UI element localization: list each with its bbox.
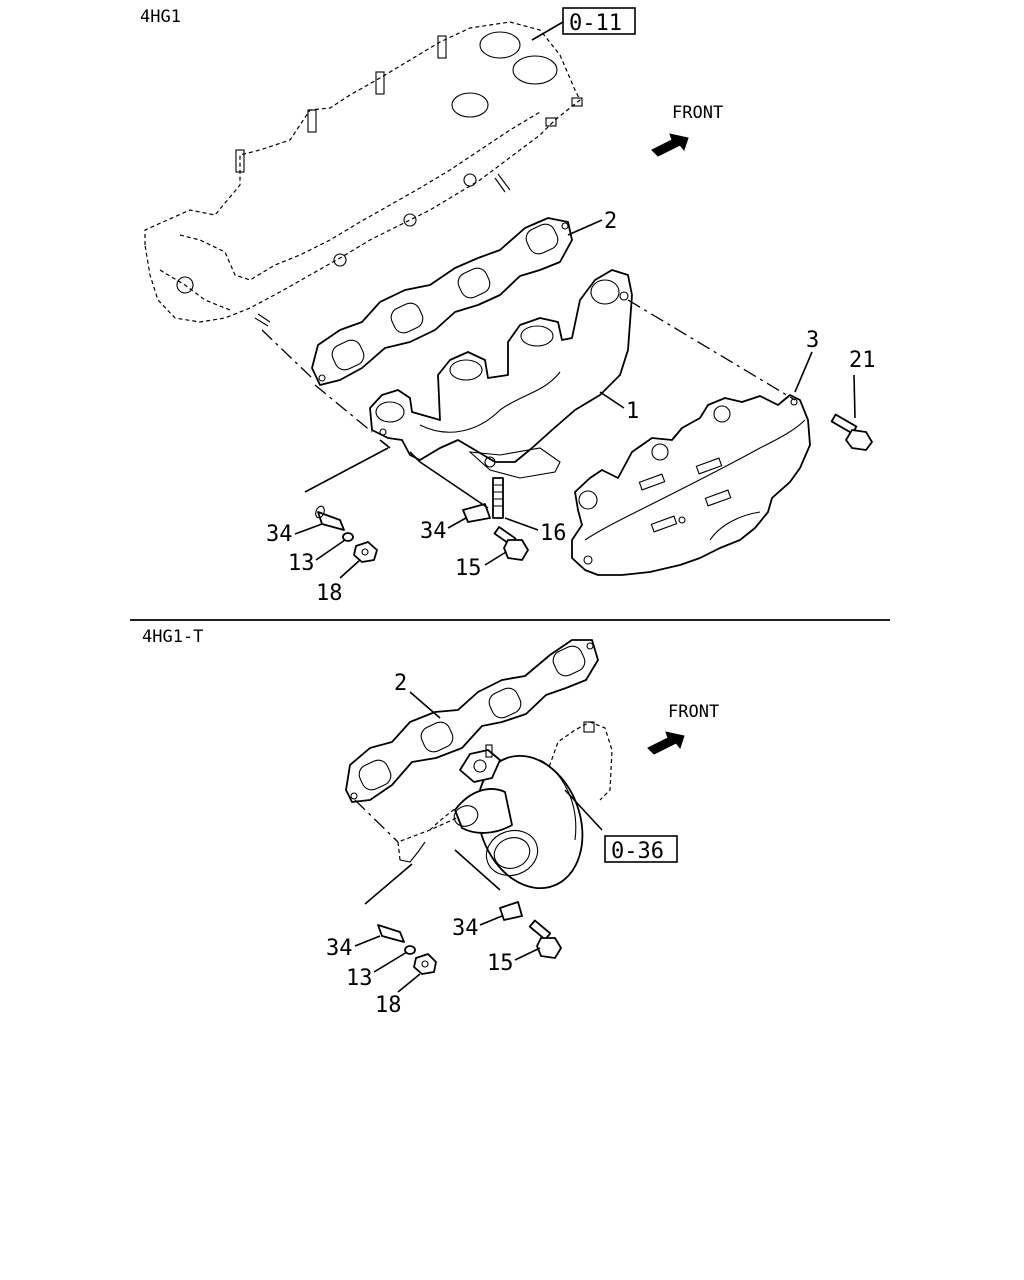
washer-13 — [342, 532, 354, 542]
callout-15: 15 — [455, 556, 482, 581]
bolt-15 — [493, 526, 529, 561]
callout-13: 13 — [288, 551, 315, 576]
exhaust-manifold-gasket — [311, 217, 573, 386]
sleeve-34-d — [499, 901, 523, 921]
callout-3: 3 — [806, 328, 819, 353]
callout-18: 18 — [316, 581, 343, 606]
callout-18-t: 18 — [375, 993, 402, 1018]
callouts-4hg1-t: 2 34 13 18 34 15 — [326, 671, 541, 1018]
nut-18-t — [413, 953, 437, 975]
front-label: FRONT — [672, 103, 723, 123]
callout-21: 21 — [849, 348, 876, 373]
washer-13-t — [404, 945, 416, 955]
ref-box-0-11: 0-11 — [531, 7, 636, 41]
callout-13-t: 13 — [346, 966, 373, 991]
heat-shield — [571, 394, 811, 576]
stud-16 — [492, 477, 504, 519]
ref-box-0-36: 0-36 — [604, 835, 678, 864]
alignment-lines — [261, 299, 796, 509]
bolt-21 — [830, 413, 873, 451]
callouts-4hg1: 2 1 3 21 34 13 18 34 15 16 — [266, 209, 876, 606]
section-title-4hg1: 4HG1 — [140, 7, 181, 27]
ref-box-label: 0-11 — [569, 11, 622, 36]
sleeve-34-b — [462, 503, 491, 523]
ref-box-label-t: 0-36 — [611, 839, 664, 864]
front-arrow-icon — [651, 133, 689, 157]
cylinder-head — [144, 21, 583, 327]
front-indicator-4hg1: FRONT — [651, 103, 723, 157]
bolt-15-t — [528, 919, 562, 959]
callout-34-d: 34 — [452, 916, 479, 941]
front-label-t: FRONT — [668, 702, 719, 722]
callout-34-a: 34 — [266, 522, 293, 547]
alignment-lines-t — [354, 789, 603, 905]
callout-34-b: 34 — [420, 519, 447, 544]
front-indicator-4hg1-t: FRONT — [647, 702, 719, 755]
front-arrow-icon — [647, 731, 685, 755]
callout-16: 16 — [540, 521, 567, 546]
exhaust-manifold-gasket-t — [345, 639, 599, 803]
callout-34-c: 34 — [326, 936, 353, 961]
turbocharger-manifold — [397, 721, 613, 890]
callout-1: 1 — [626, 399, 639, 424]
section-title-4hg1-t: 4HG1-T — [142, 627, 203, 647]
sleeve-34-c — [377, 924, 405, 943]
callout-15-t: 15 — [487, 951, 514, 976]
exhaust-manifold — [369, 269, 633, 479]
sleeve-34-a — [315, 505, 345, 531]
callout-2: 2 — [604, 209, 617, 234]
nut-18 — [353, 541, 378, 563]
callout-2-t: 2 — [394, 671, 407, 696]
